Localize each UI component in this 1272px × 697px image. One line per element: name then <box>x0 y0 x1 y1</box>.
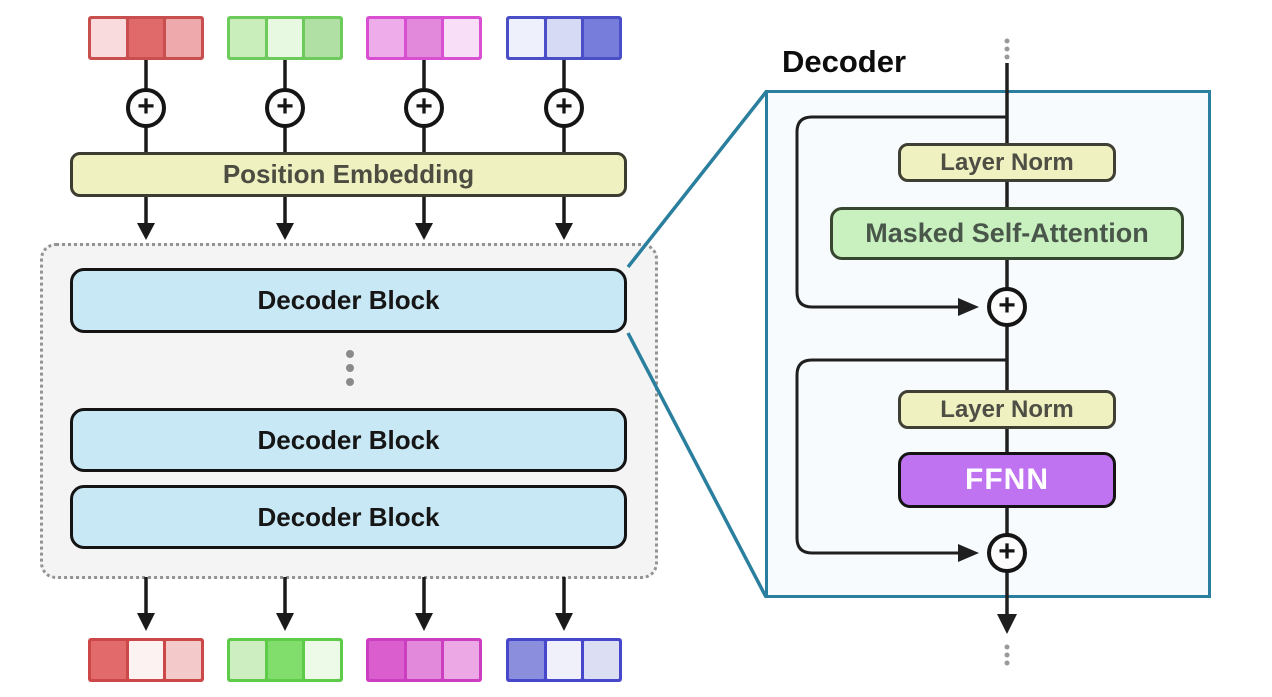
zoom-connector-lines <box>626 90 768 598</box>
token-cell <box>166 641 202 679</box>
decoder-block-2: Decoder Block <box>70 408 627 472</box>
token-cell <box>166 19 202 57</box>
token-cell <box>128 641 164 679</box>
token-cell <box>267 641 303 679</box>
token-cell <box>230 19 265 57</box>
token-cell <box>509 641 544 679</box>
token-cell <box>305 641 341 679</box>
input-token-red <box>88 16 204 60</box>
input-token-green <box>227 16 343 60</box>
token-cell <box>584 19 620 57</box>
flow-bottom-ellipsis-icon <box>1004 644 1010 666</box>
ffnn-box: FFNN <box>898 452 1116 508</box>
token-cell <box>305 19 341 57</box>
token-cell <box>128 19 164 57</box>
token-cell <box>406 19 442 57</box>
layer-norm-2-box: Layer Norm <box>898 390 1116 429</box>
decoder-title: Decoder <box>782 44 907 79</box>
token-cell <box>369 19 404 57</box>
input-token-blue <box>506 16 622 60</box>
flow-top-ellipsis-icon <box>1004 38 1010 60</box>
plus-icon: + <box>544 88 584 128</box>
output-token-blue <box>506 638 622 682</box>
plus-icon: + <box>987 533 1027 573</box>
residual-connection-2 <box>795 358 1007 562</box>
stack-ellipsis-icon <box>346 350 354 386</box>
token-cell <box>444 641 480 679</box>
token-cell <box>406 641 442 679</box>
token-cell <box>267 19 303 57</box>
plus-icon: + <box>126 88 166 128</box>
output-token-magenta <box>366 638 482 682</box>
token-cell <box>546 641 582 679</box>
plus-icon: + <box>404 88 444 128</box>
plus-icon: + <box>987 287 1027 327</box>
token-cell <box>230 641 265 679</box>
input-token-magenta <box>366 16 482 60</box>
position-embedding-box: Position Embedding <box>70 152 627 197</box>
output-token-green <box>227 638 343 682</box>
token-cell <box>509 19 544 57</box>
token-cell <box>546 19 582 57</box>
token-cell <box>91 641 126 679</box>
output-token-red <box>88 638 204 682</box>
decoder-block-1: Decoder Block <box>70 268 627 333</box>
token-cell <box>444 19 480 57</box>
residual-connection-1 <box>795 115 1007 316</box>
decoder-block-3: Decoder Block <box>70 485 627 549</box>
token-cell <box>584 641 620 679</box>
token-column-lines <box>137 58 573 631</box>
layer-norm-1-box: Layer Norm <box>898 143 1116 182</box>
token-cell <box>369 641 404 679</box>
token-cell <box>91 19 126 57</box>
masked-self-attention-box: Masked Self-Attention <box>830 207 1184 260</box>
plus-icon: + <box>265 88 305 128</box>
